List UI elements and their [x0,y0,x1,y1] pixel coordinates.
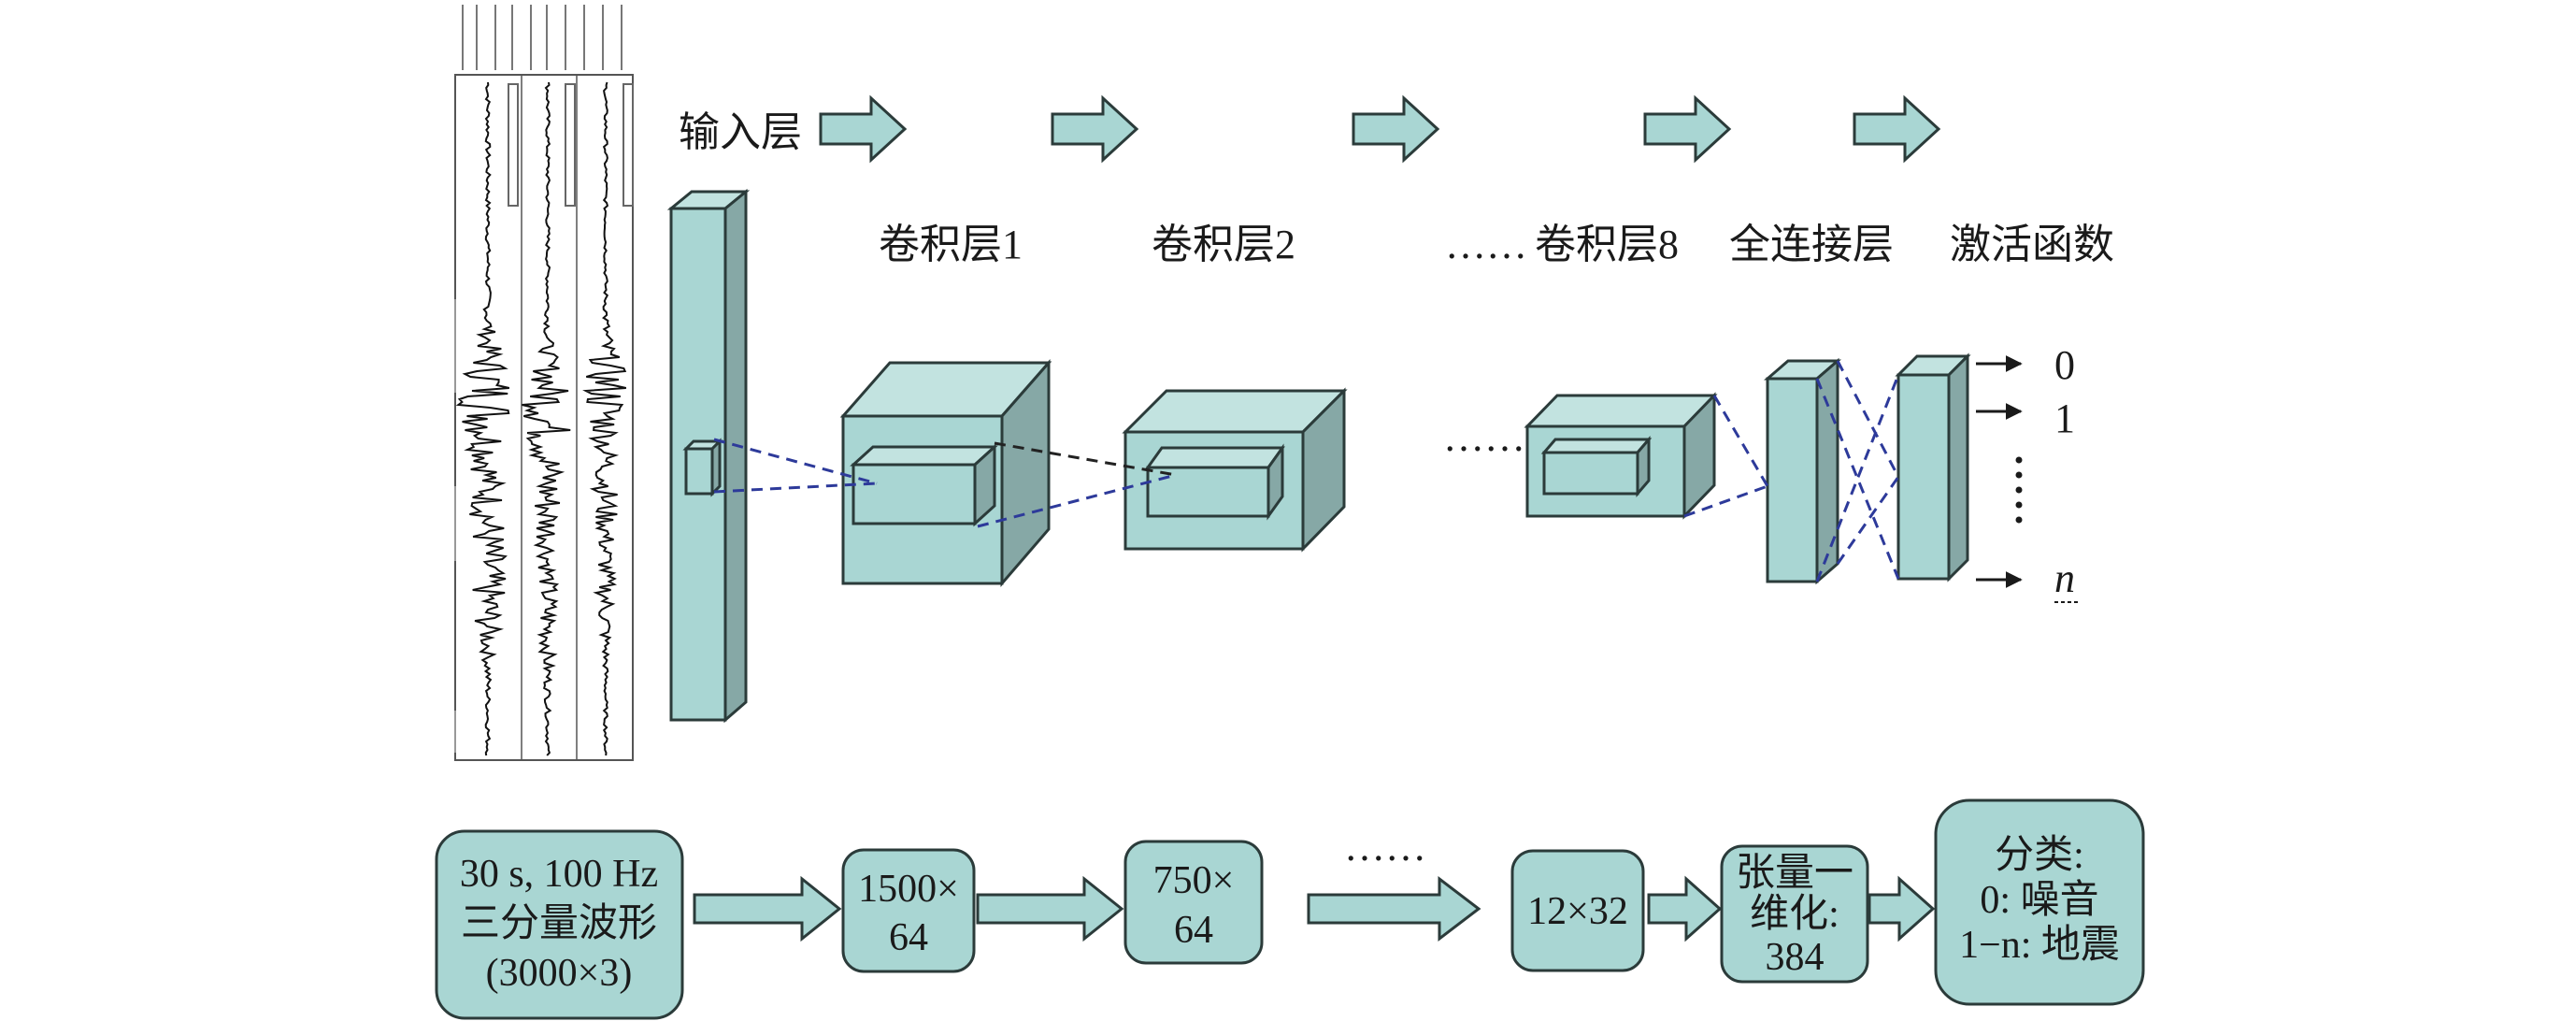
pipeline-arrow-3 [1307,875,1481,942]
pipeline-input-line2: 三分量波形 [461,902,657,945]
label-input-layer: 输入层 [679,109,802,155]
output-label-1: 1 [2054,395,2075,441]
pipeline-arrow-1 [693,875,842,942]
mid-ellipsis: …… [1443,414,1525,460]
waveform-trace-1 [455,81,510,756]
pipeline-arrow-5 [1868,875,1936,942]
label-conv8: 卷积层8 [1535,222,1679,267]
pipeline-box-750x64 [1123,840,1264,965]
pipeline-classify-line3: 1−n: 地震 [1959,924,2120,967]
pipeline-box2-line1: 750× [1153,859,1235,902]
pipeline-classify-line1: 分类: [1995,834,2084,877]
dashed-connections [713,360,1900,582]
output-vertical-dots [2015,456,2023,524]
output-arrows [1976,355,2023,588]
fully-connected-block [1763,357,1842,585]
pipeline-classify-box [1934,798,2145,1006]
pipeline-flatten-line2: 维化: [1750,893,1839,936]
waveform-trace-3 [582,81,627,756]
pipeline-box1-line2: 64 [889,916,928,959]
label-fully-connected: 全连接层 [1729,222,1894,267]
pipeline-ellipsis: …… [1344,824,1426,870]
label-conv2: 卷积层2 [1152,222,1295,267]
waveform-tag-boxes [508,83,634,207]
label-activation: 激活函数 [1950,222,2114,267]
pipeline-flatten-line3: 384 [1766,936,1825,979]
label-header-ellipsis: …… [1445,222,1527,267]
pipeline-box1-line1: 1500× [858,868,959,911]
label-conv1: 卷积层1 [879,222,1023,267]
input-layer-block [666,188,751,724]
pipeline-flatten-box [1720,844,1869,984]
output-label-0: 0 [2054,342,2075,388]
output-label-n: n [2054,555,2075,601]
pipeline: 30 s, 100 Hz 三分量波形 (3000×3) 1500× 64 750… [435,798,2145,1020]
pipeline-flatten-line1: 张量一 [1736,852,1853,895]
header-arrow-2 [1051,94,1139,164]
waveform-frame [454,74,634,761]
conv8-block [1524,392,1718,520]
conv1-block [839,359,1052,588]
pipeline-classify-line2: 0: 噪音 [1980,878,2098,922]
header-arrow-1 [819,94,908,164]
header-arrow-3 [1352,94,1440,164]
pipeline-box2-line2: 64 [1174,909,1213,952]
pipeline-arrow-4 [1647,875,1723,942]
waveform-trace-2 [522,81,571,756]
pipeline-arrows [693,875,1936,942]
pipeline-box-1500x64 [841,848,976,973]
pipeline-input-line1: 30 s, 100 Hz [460,853,658,896]
activation-block [1895,352,1971,582]
waveform-panel [454,5,634,761]
pipeline-input-line3: (3000×3) [486,952,633,995]
pipeline-box-12x32 [1510,849,1645,972]
waveform-header-ticks [462,5,623,70]
conv2-block [1122,387,1348,553]
header-arrows [819,94,1941,164]
pipeline-arrow-2 [976,875,1124,942]
pipeline-box3-text: 12×32 [1527,890,1628,933]
pipeline-input-box [435,829,684,1020]
header-arrow-4 [1643,94,1732,164]
header-arrow-5 [1853,94,1941,164]
